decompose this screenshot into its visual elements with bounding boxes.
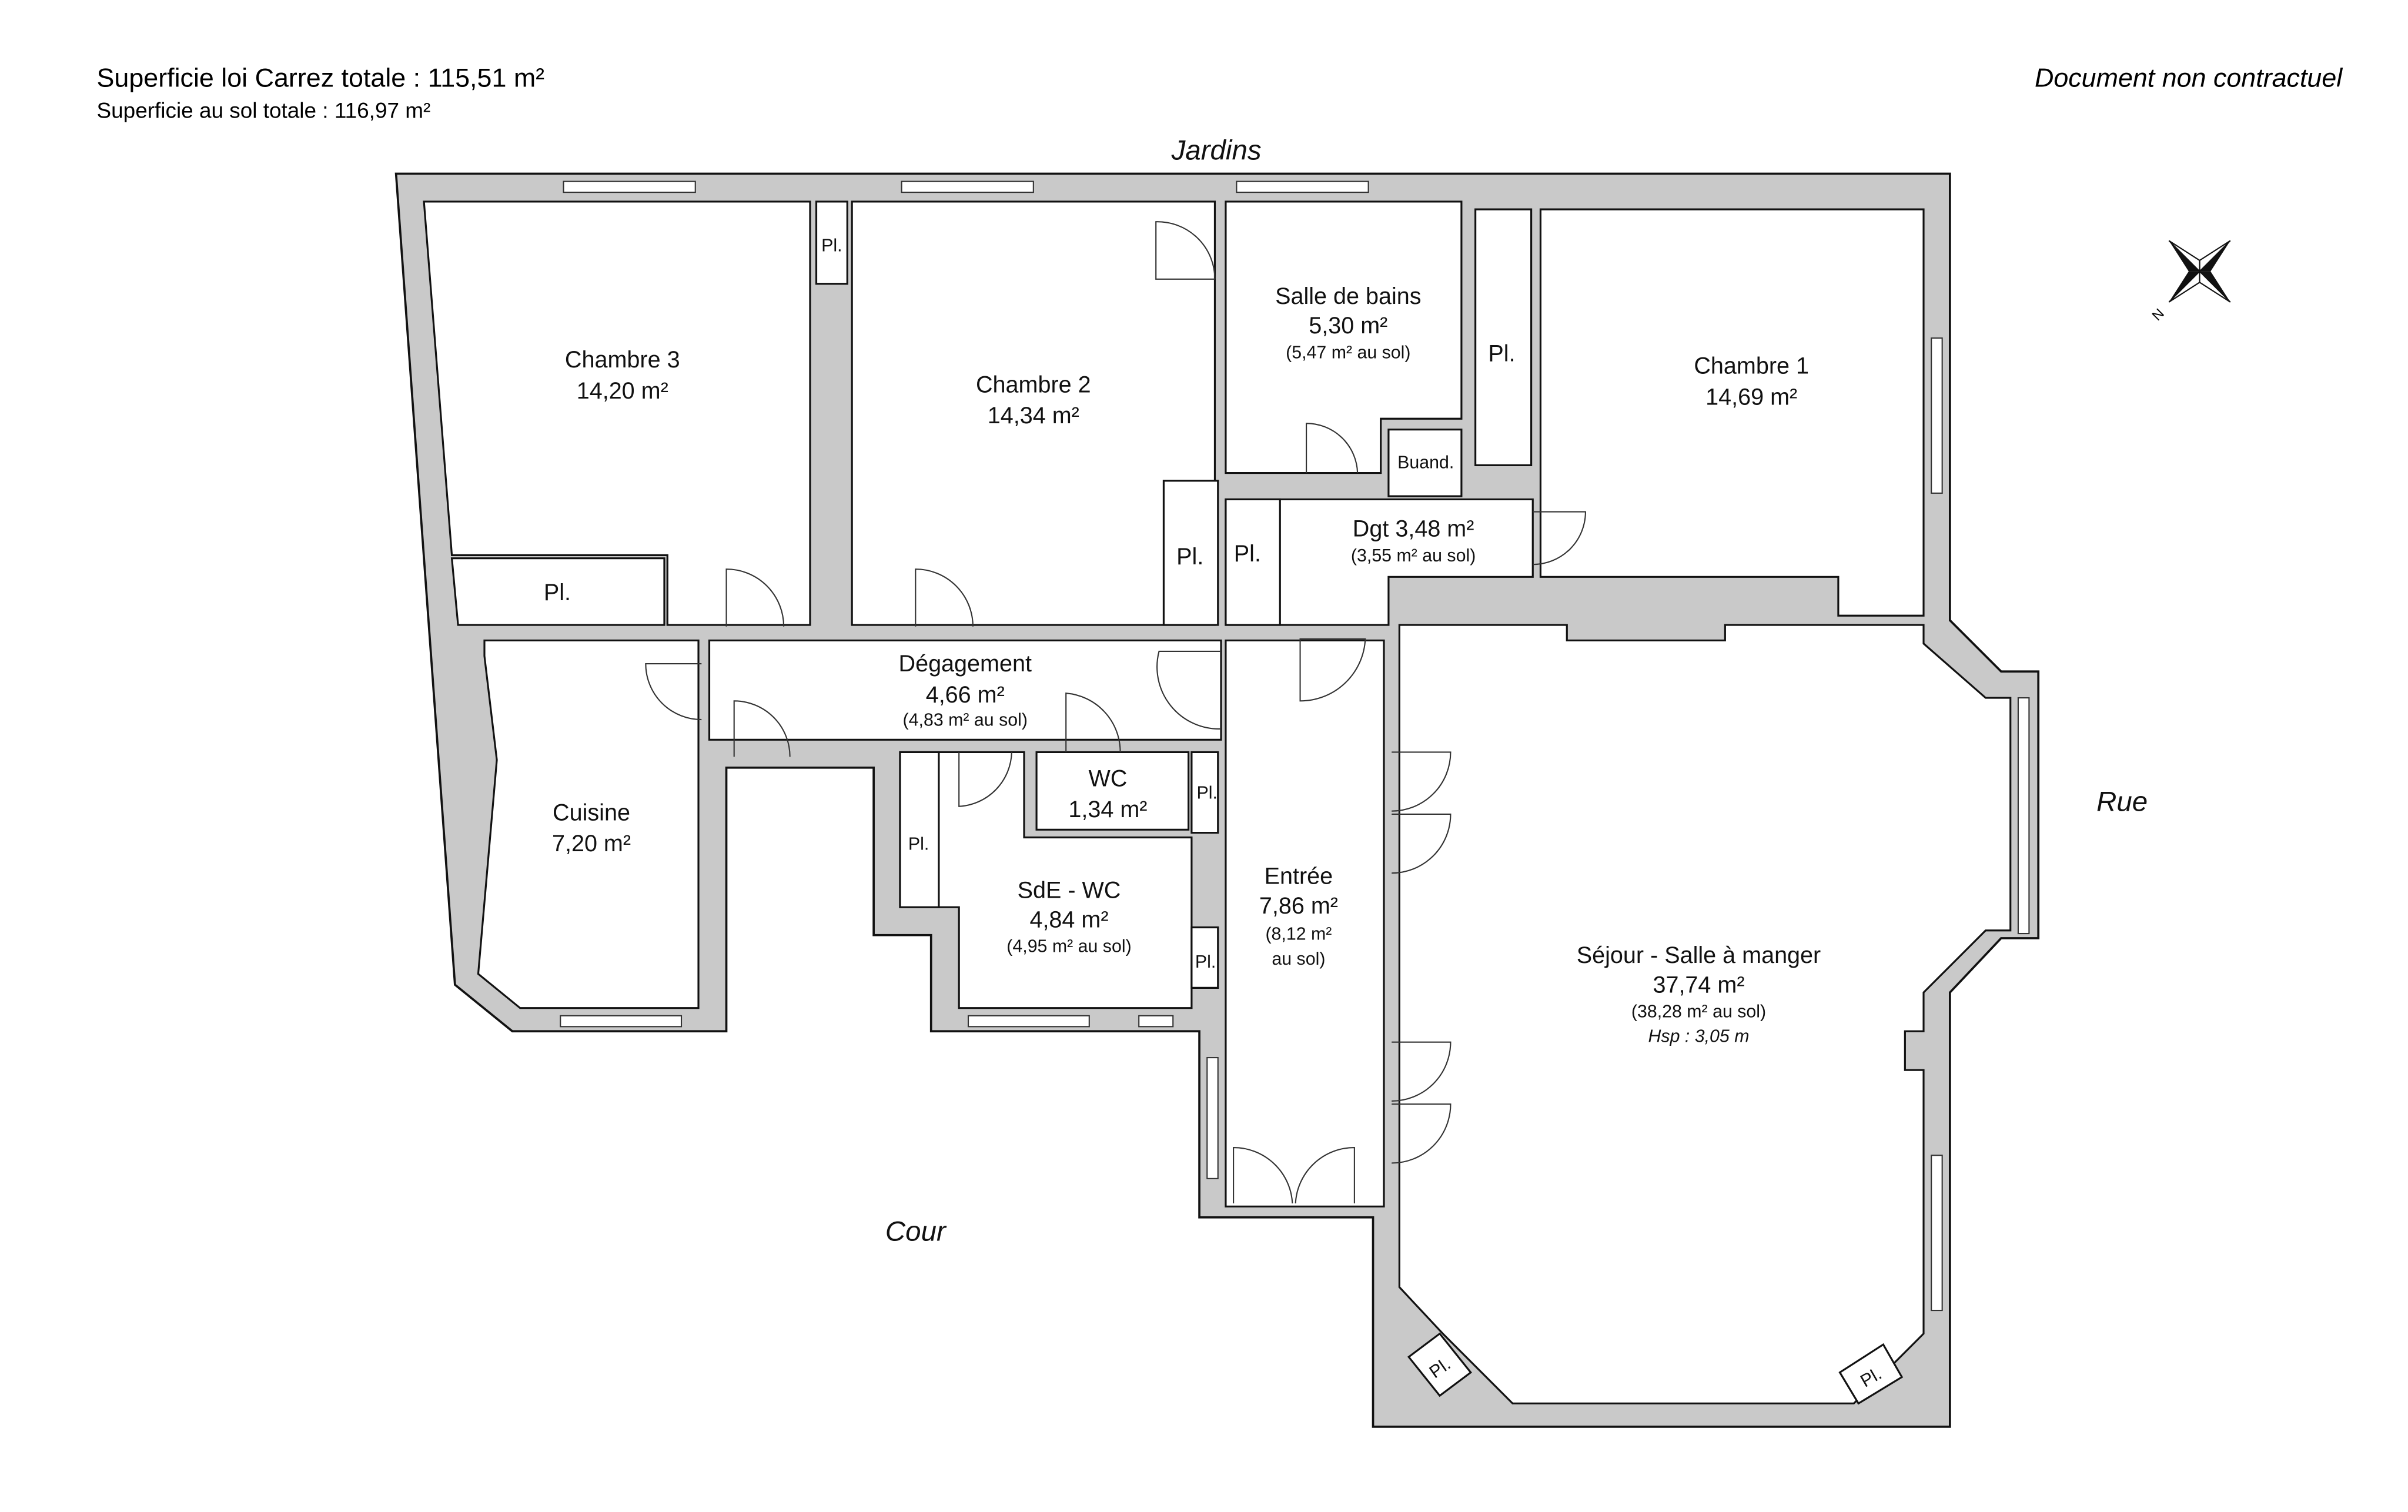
placard-label: Pl. [544, 580, 571, 606]
entree-sol-2: au sol) [1272, 949, 1325, 969]
placard-label: Pl. [1176, 544, 1203, 570]
room-wc[interactable] [1035, 751, 1190, 831]
wc-name: WC [1089, 765, 1128, 791]
placard-label: Pl. [1488, 341, 1515, 367]
chambre-1-area: 14,69 m² [1705, 384, 1797, 410]
cuisine-name: Cuisine [553, 800, 630, 825]
placard-label: Pl. [821, 236, 842, 255]
north-label: N [2149, 306, 2168, 324]
degagement-name: Dégagement [899, 651, 1032, 677]
sejour-name: Séjour - Salle à manger [1577, 942, 1821, 968]
placard-label: Pl. [1195, 952, 1216, 972]
degagement-sol: (4,83 m² au sol) [903, 711, 1028, 730]
room-salle-de-bains[interactable] [1225, 200, 1463, 474]
placard-sejour-right[interactable] [1838, 1343, 1904, 1405]
dgt-sol: (3,55 m² au sol) [1351, 546, 1476, 566]
sejour-hsp: Hsp : 3,05 m [1648, 1027, 1750, 1046]
disclaimer: Document non contractuel [2035, 63, 2343, 93]
placard-chambre-1[interactable] [1474, 208, 1533, 466]
doors [645, 221, 1586, 1204]
label-rue: Rue [2096, 787, 2148, 818]
windows [560, 180, 2030, 1312]
room-sejour[interactable] [1398, 624, 2012, 1404]
room-degagement[interactable] [708, 639, 1222, 741]
room-cuisine[interactable] [477, 639, 700, 1009]
sejour-area: 37,74 m² [1653, 972, 1744, 998]
placard-sejour-left[interactable] [1407, 1332, 1472, 1397]
degagement-area: 4,66 m² [926, 682, 1005, 708]
entree-sol-1: (8,12 m² [1265, 925, 1332, 944]
placard-label: Pl. [1234, 541, 1261, 567]
chambre-2-area: 14,34 m² [988, 403, 1079, 429]
placard-sde[interactable] [899, 751, 940, 908]
entree-name: Entrée [1265, 864, 1333, 889]
sdb-sol: (5,47 m² au sol) [1286, 343, 1410, 362]
entree-area: 7,86 m² [1259, 893, 1338, 919]
sdb-name: Salle de bains [1275, 283, 1421, 309]
placard-chambre-3[interactable] [450, 557, 665, 626]
label-cour: Cour [885, 1216, 947, 1247]
dgt-name: Dgt 3,48 m² [1353, 516, 1474, 542]
sdb-area: 5,30 m² [1309, 313, 1387, 339]
sejour-sol: (38,28 m² au sol) [1631, 1002, 1766, 1021]
room-chambre-1[interactable] [1539, 208, 1925, 617]
wc-area: 1,34 m² [1068, 797, 1147, 822]
placard-wc[interactable] [1190, 751, 1219, 834]
sde-sol: (4,95 m² au sol) [1006, 937, 1131, 956]
sde-area: 4,84 m² [1029, 906, 1108, 932]
placard-small[interactable] [815, 200, 848, 285]
room-entree[interactable] [1225, 639, 1385, 1207]
chambre-2-name: Chambre 2 [976, 372, 1091, 397]
placard-label: Pl. [1197, 784, 1218, 803]
chambre-3-name: Chambre 3 [565, 347, 680, 373]
sde-name: SdE - WC [1018, 877, 1121, 903]
placard-dgt[interactable] [1225, 498, 1281, 626]
placard-chambre-2[interactable] [1162, 480, 1219, 626]
compass-icon [2168, 240, 2231, 303]
label-jardins: Jardins [1171, 135, 1262, 166]
buand-name: Buand. [1397, 453, 1454, 473]
room-chambre-3[interactable] [423, 200, 811, 626]
room-buanderie[interactable] [1387, 429, 1463, 497]
chambre-1-name: Chambre 1 [1694, 353, 1809, 379]
placard-label: Pl. [908, 835, 929, 854]
sol-total: Superficie au sol totale : 116,97 m² [97, 98, 431, 122]
cuisine-area: 7,20 m² [552, 831, 631, 857]
chambre-3-area: 14,20 m² [577, 378, 668, 404]
carrez-total: Superficie loi Carrez totale : 115,51 m² [97, 63, 545, 93]
placard-sde-2[interactable] [1190, 926, 1219, 989]
